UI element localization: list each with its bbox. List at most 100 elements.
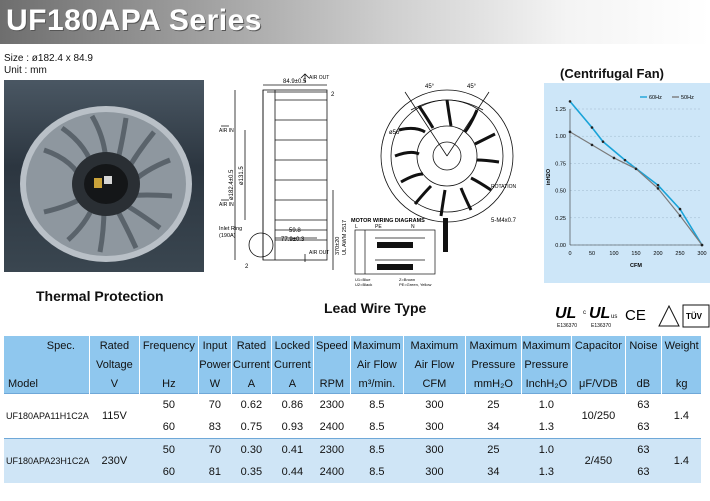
air-in-2: AIR IN [219, 202, 234, 208]
table-header-cell: W [197, 374, 232, 394]
table-header-cell: Air Flow [349, 355, 404, 374]
table-cell: 60 [139, 461, 199, 483]
wire-n: N [411, 224, 415, 230]
data-point [700, 243, 704, 247]
data-point [590, 143, 594, 147]
legend-3: Z=Brown [399, 277, 415, 282]
table-cell: 50 [139, 438, 199, 461]
data-point [656, 183, 660, 187]
y-tick-label: 0.00 [555, 243, 566, 249]
table-header-cell: μF/VDB [570, 374, 626, 394]
air-out-top: AIR OUT [309, 75, 329, 81]
x-tick-label: 0 [568, 251, 571, 257]
y-tick-label: 0.25 [555, 216, 566, 222]
table-header-cell: Maximum [349, 336, 404, 355]
table-header-cell: Pressure [520, 355, 572, 374]
unit-line: Unit : mm [4, 65, 47, 76]
table-cell: 230V [89, 438, 140, 483]
table-header-cell: Voltage [88, 355, 140, 374]
drawing-caption: Lead Wire Type [324, 300, 427, 316]
air-out-bottom: AIR OUT [309, 250, 329, 256]
table-cell: 1.4 [661, 393, 702, 439]
table-cell: 10/250 [571, 393, 626, 439]
table-cell: 0.75 [231, 416, 272, 439]
data-point [656, 187, 660, 190]
table-cell: 1.3 [521, 416, 572, 439]
wire-l: L [355, 224, 358, 230]
table-cell: 2400 [313, 461, 351, 483]
table-header-cell: Model [4, 374, 90, 394]
table-cell: 8.5 [350, 438, 404, 461]
data-point [634, 167, 638, 171]
table-header-cell: Hz [138, 374, 199, 394]
dimension-drawing: 84.9±0.5 AIR OUT 2 AIR IN AIR IN ø182.4±… [219, 73, 517, 287]
table-header-cell: Input [197, 336, 232, 355]
ul-awm: UL AWM 2517 [342, 220, 348, 255]
data-point [601, 140, 605, 143]
angle-2: 45° [467, 84, 477, 90]
table-cell: 34 [465, 416, 522, 439]
table-cell: 300 [403, 438, 466, 461]
ce-mark: CE [625, 307, 646, 324]
legend-2: U2=Black [355, 282, 372, 287]
y-axis-label: inH2O [546, 168, 552, 185]
table-cell: 8.5 [350, 393, 404, 416]
table-cell: 0.93 [271, 416, 314, 439]
table-header-cell: m³/min. [349, 374, 404, 394]
triangle-mark [658, 304, 680, 327]
table-header-cell: Locked [270, 336, 314, 355]
tuv-box [682, 304, 710, 328]
table-cell: 8.5 [350, 461, 404, 483]
dim-131: ø131.5 [239, 166, 245, 185]
table-cell: 1.0 [521, 393, 572, 416]
data-point [612, 156, 616, 160]
table-cell: 83 [198, 416, 232, 439]
table-cell: 115V [89, 393, 140, 439]
table-cell: 34 [465, 461, 522, 483]
table-header-cell: Capacitor [570, 336, 626, 355]
table-cell: 25 [465, 438, 522, 461]
y-tick-label: 0.50 [555, 189, 566, 195]
table-header-cell [570, 355, 626, 374]
data-point [623, 158, 627, 162]
x-tick-label: 50 [589, 251, 595, 257]
dim-598: 59.8 [289, 228, 301, 234]
table-header-cell: V [88, 374, 140, 394]
ul-logo-2: UL [589, 305, 610, 322]
table-cell: 2300 [313, 393, 351, 416]
table-header-cell: Rated [230, 336, 272, 355]
dim-779: 77.9±0.3 [281, 237, 305, 243]
x-tick-label: 200 [653, 251, 662, 257]
table-cell: 63 [625, 461, 662, 483]
table-header-cell: RPM [312, 374, 351, 394]
table-cell: 0.35 [231, 461, 272, 483]
table-cell: 0.44 [271, 461, 314, 483]
ul-sub-2: E136370 [591, 323, 611, 329]
table-cell: 81 [198, 461, 232, 483]
table-cell: 300 [403, 416, 466, 439]
chart-title: (Centrifugal Fan) [560, 66, 664, 81]
table-cell: UF180APA23H1C2A [4, 438, 90, 483]
table-cell: 300 [403, 461, 466, 483]
series-line-50Hz [569, 131, 703, 246]
y-tick-label: 1.00 [555, 134, 566, 140]
y-tick-label: 1.25 [555, 107, 566, 113]
table-cell: 8.5 [350, 416, 404, 439]
table-header-cell: kg [660, 374, 702, 394]
table-cell: 63 [625, 416, 662, 439]
page-title: UF180APA Series [6, 4, 262, 37]
table-cell: 50 [139, 393, 199, 416]
table-cell: 2300 [313, 438, 351, 461]
rotation: ROTATION [491, 184, 516, 190]
us-mark: us [611, 314, 617, 320]
table-header-cell: Current [230, 355, 272, 374]
table-header-cell: Power [197, 355, 232, 374]
table-header-cell: Pressure [464, 355, 522, 374]
